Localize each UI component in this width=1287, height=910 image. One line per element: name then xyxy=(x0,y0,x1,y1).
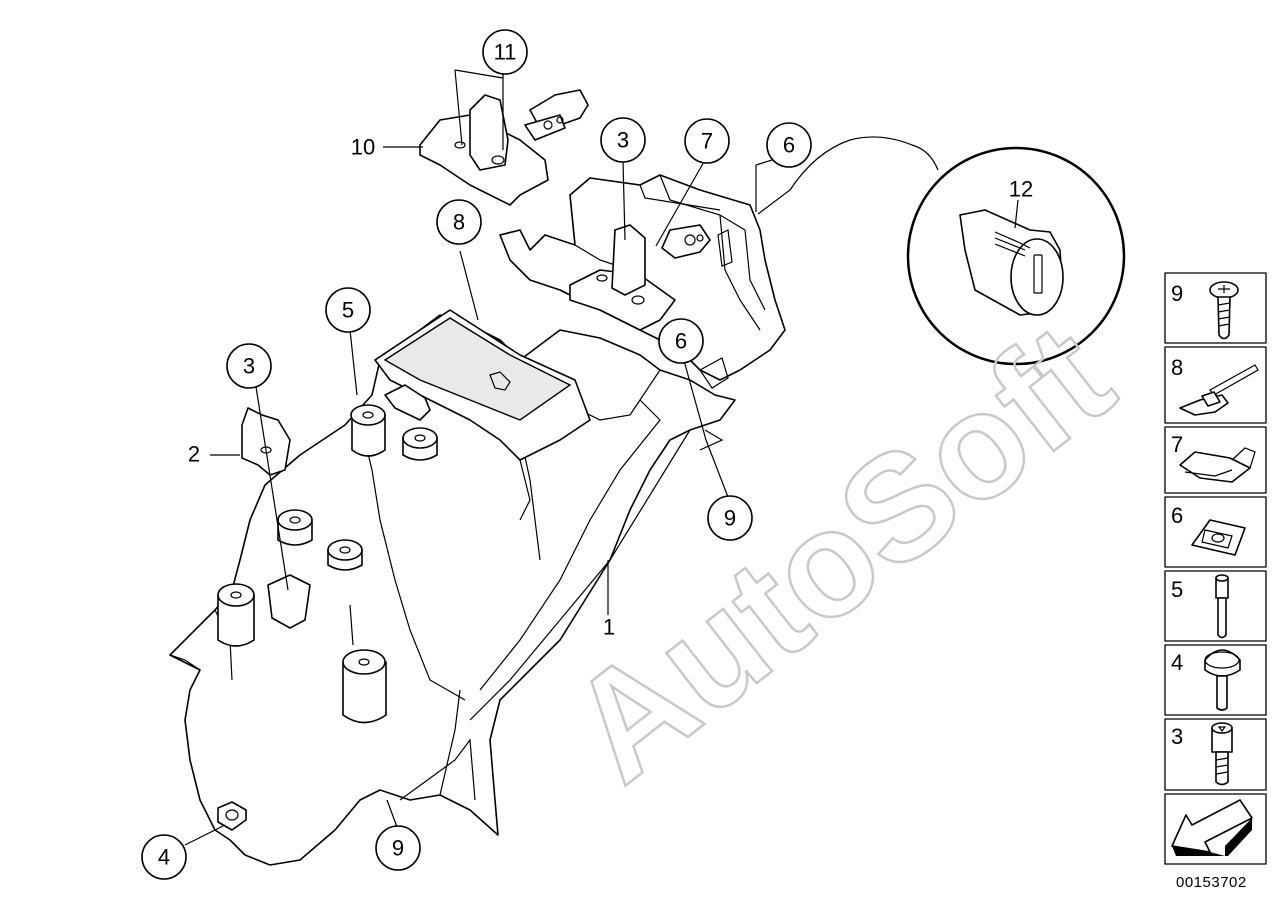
callout-3-left: 3 xyxy=(226,343,272,389)
callout-4: 4 xyxy=(141,834,187,880)
clip-nut-icon xyxy=(1191,519,1246,556)
callout-5-label: 5 xyxy=(342,298,354,323)
callout-6-top: 6 xyxy=(766,122,812,168)
legend-item-7: 7 xyxy=(1164,426,1267,494)
callout-2: 2 xyxy=(188,442,200,467)
legend-item-8: 8 xyxy=(1164,346,1267,424)
storage-compartment xyxy=(374,309,591,521)
callout-6-top-label: 6 xyxy=(783,133,795,158)
lock-hinge-top xyxy=(419,89,589,206)
legend-item-7-number: 7 xyxy=(1171,432,1183,457)
callout-6-right-label: 6 xyxy=(675,329,687,354)
reference-number: 00153702 xyxy=(1176,874,1247,891)
screw-icon xyxy=(1209,281,1239,340)
callout-10-label: 10 xyxy=(351,135,375,160)
direction-arrow-icon xyxy=(1171,799,1253,856)
callout-3-left-label: 3 xyxy=(243,354,255,379)
callout-12-label: 12 xyxy=(1009,177,1033,202)
callout-3-top-label: 3 xyxy=(617,128,629,153)
callout-9-bottom: 9 xyxy=(375,825,421,871)
legend-item-3: 3 xyxy=(1164,718,1267,791)
callout-1: 1 xyxy=(603,615,615,640)
callout-2-label: 2 xyxy=(188,442,200,467)
callout-7-label: 7 xyxy=(701,129,713,154)
callout-7: 7 xyxy=(684,118,730,164)
legend-item-9-number: 9 xyxy=(1171,281,1183,306)
callout-9-bottom-label: 9 xyxy=(392,836,404,861)
callout-9-right-label: 9 xyxy=(724,506,736,531)
legend-item-5-number: 5 xyxy=(1171,577,1183,602)
legend-item-5: 5 xyxy=(1164,570,1267,642)
legend-item-4: 4 xyxy=(1164,644,1267,716)
legend-item-6: 6 xyxy=(1164,496,1267,568)
legend-item-3-number: 3 xyxy=(1171,724,1183,749)
callout-3-top: 3 xyxy=(600,117,646,163)
lock-cylinder-inset xyxy=(757,136,1126,366)
callout-4-label: 4 xyxy=(158,845,170,870)
callout-11: 11 xyxy=(482,29,528,75)
legend-item-8-number: 8 xyxy=(1171,355,1183,380)
callout-11-label: 11 xyxy=(494,40,517,65)
socket-screw-icon xyxy=(1211,722,1233,786)
callout-10: 10 xyxy=(351,135,375,160)
cable-tie-icon xyxy=(1179,364,1259,416)
legend-column: 9 8 7 xyxy=(1164,272,1267,865)
leader-lines xyxy=(184,69,773,846)
clip-parts xyxy=(241,357,729,629)
legend-item-4-number: 4 xyxy=(1171,650,1183,675)
lock-hinge-center xyxy=(569,224,733,331)
callout-6-right: 6 xyxy=(658,318,704,364)
callout-1-label: 1 xyxy=(603,615,615,640)
legend-item-9: 9 xyxy=(1164,272,1267,344)
callout-8: 8 xyxy=(436,199,482,245)
callout-5: 5 xyxy=(325,287,371,333)
rubber-buffers xyxy=(217,404,438,831)
legend-arrow-box xyxy=(1164,793,1267,865)
callout-9-right: 9 xyxy=(707,495,753,541)
buffer-icon xyxy=(1204,649,1241,711)
callout-8-label: 8 xyxy=(453,210,465,235)
pin-icon xyxy=(1215,574,1229,639)
callout-12: 12 xyxy=(1009,177,1033,229)
legend-item-6-number: 6 xyxy=(1171,503,1183,528)
spring-clip-icon xyxy=(1179,447,1256,483)
